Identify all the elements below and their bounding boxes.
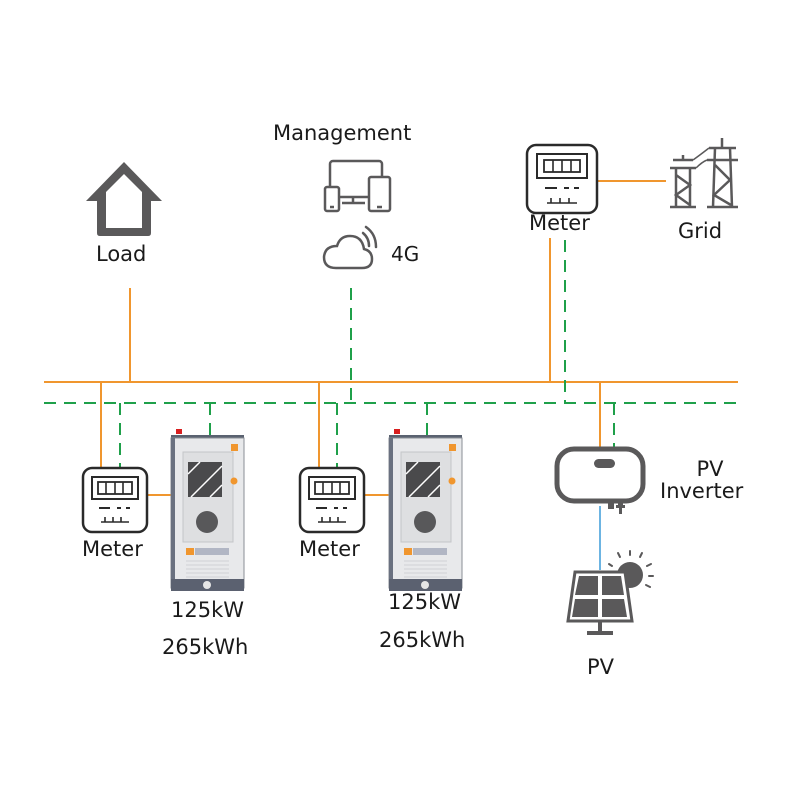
meter-icon[interactable] (81, 466, 149, 534)
cloud-wireless-icon[interactable] (322, 225, 378, 270)
pv-inverter-label-line1: PV (696, 457, 724, 481)
inverter-icon[interactable] (554, 446, 646, 514)
grid-meter-label: Meter (529, 211, 590, 235)
pv-label: PV (587, 655, 615, 679)
pv-inverter-label-line2: Inverter (660, 479, 744, 503)
battery-cabinet-icon[interactable] (388, 429, 463, 591)
meter-icon[interactable] (525, 143, 599, 215)
storage1-power-label: 125kW (171, 598, 245, 622)
grid-label: Grid (678, 219, 723, 243)
house-icon[interactable] (86, 162, 162, 236)
management-label: Management (273, 121, 412, 145)
storage1-capacity-label: 265kWh (162, 635, 249, 659)
comm-lines (44, 240, 738, 468)
meter-icon[interactable] (298, 466, 366, 534)
meter1-label: Meter (82, 537, 143, 561)
meter2-label: Meter (299, 537, 360, 561)
power-tower-icon[interactable] (670, 138, 738, 209)
storage2-capacity-label: 265kWh (379, 628, 466, 652)
devices-icon[interactable] (323, 159, 392, 213)
battery-cabinet-icon[interactable] (170, 429, 245, 591)
network-label: 4G (391, 242, 420, 266)
ac-power-lines (44, 180, 738, 496)
load-label: Load (96, 242, 147, 266)
storage2-power-label: 125kW (388, 590, 462, 614)
solar-panel-icon[interactable] (566, 550, 654, 635)
